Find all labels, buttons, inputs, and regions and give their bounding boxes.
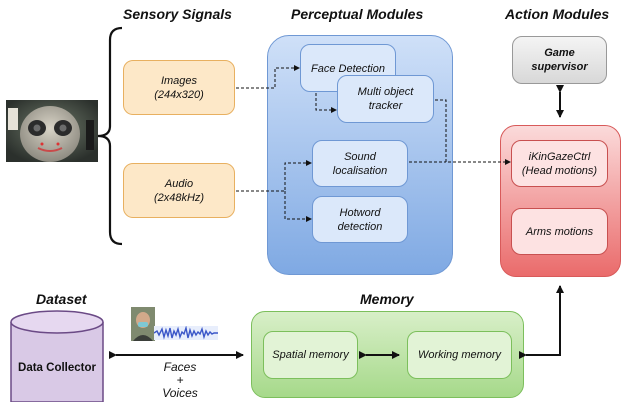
sound-label: Sound bbox=[344, 150, 376, 163]
supervisor-label: supervisor bbox=[531, 61, 588, 73]
localisation-label: localisation bbox=[332, 164, 388, 177]
audio-rate: (2x48kHz) bbox=[153, 191, 205, 204]
hotword-label: Hotword bbox=[339, 206, 381, 219]
arms-motions-label: Arms motions bbox=[525, 225, 594, 238]
detection-label: detection bbox=[337, 220, 383, 233]
images-signal-box: Images (244x320) bbox=[123, 60, 235, 115]
spatial-memory-label: Spatial memory bbox=[272, 349, 349, 361]
images-label: Images bbox=[160, 74, 198, 87]
header-perceptual-modules: Perceptual Modules bbox=[291, 6, 424, 22]
audio-label: Audio bbox=[164, 177, 194, 190]
sound-localisation-box: Sound localisation bbox=[312, 140, 408, 187]
hotword-detection-box: Hotword detection bbox=[312, 196, 408, 243]
working-memory-label: Working memory bbox=[417, 349, 502, 361]
header-memory: Memory bbox=[360, 291, 414, 307]
working-memory-box: Working memory bbox=[407, 331, 512, 379]
arms-motions-box: Arms motions bbox=[511, 208, 608, 255]
voices-text: Voices bbox=[162, 386, 198, 400]
voice-waveform bbox=[153, 325, 218, 340]
ikingazectrl-label: iKinGazeCtrl bbox=[528, 150, 591, 163]
audio-signal-box: Audio (2x48kHz) bbox=[123, 163, 235, 218]
multi-object-label: Multi object bbox=[357, 86, 414, 98]
memory-to-action-arrow bbox=[519, 285, 564, 359]
tracker-label: tracker bbox=[368, 100, 403, 112]
faces-text: Faces bbox=[163, 360, 197, 374]
header-dataset: Dataset bbox=[36, 291, 87, 307]
plus-text: + bbox=[176, 373, 184, 387]
face-photo bbox=[131, 307, 155, 341]
game-label: Game bbox=[544, 47, 575, 59]
head-motions-label: (Head motions) bbox=[521, 164, 598, 177]
face-detection-label: Face Detection bbox=[311, 63, 385, 75]
ikingazectrl-box: iKinGazeCtrl (Head motions) bbox=[511, 140, 608, 187]
multi-object-tracker-box: Multi object tracker bbox=[337, 75, 434, 123]
data-collector-cylinder: Data Collector bbox=[10, 310, 104, 403]
images-resolution: (244x320) bbox=[154, 88, 204, 101]
spatial-memory-box: Spatial memory bbox=[263, 331, 358, 379]
data-collector-label: Data Collector bbox=[18, 362, 96, 374]
faces-voices-label: Faces + Voices bbox=[150, 361, 210, 400]
game-supervisor-box: Game supervisor bbox=[512, 36, 607, 84]
robot-head-image bbox=[6, 100, 98, 162]
header-sensory-signals: Sensory Signals bbox=[123, 6, 232, 22]
header-action-modules: Action Modules bbox=[505, 6, 610, 22]
